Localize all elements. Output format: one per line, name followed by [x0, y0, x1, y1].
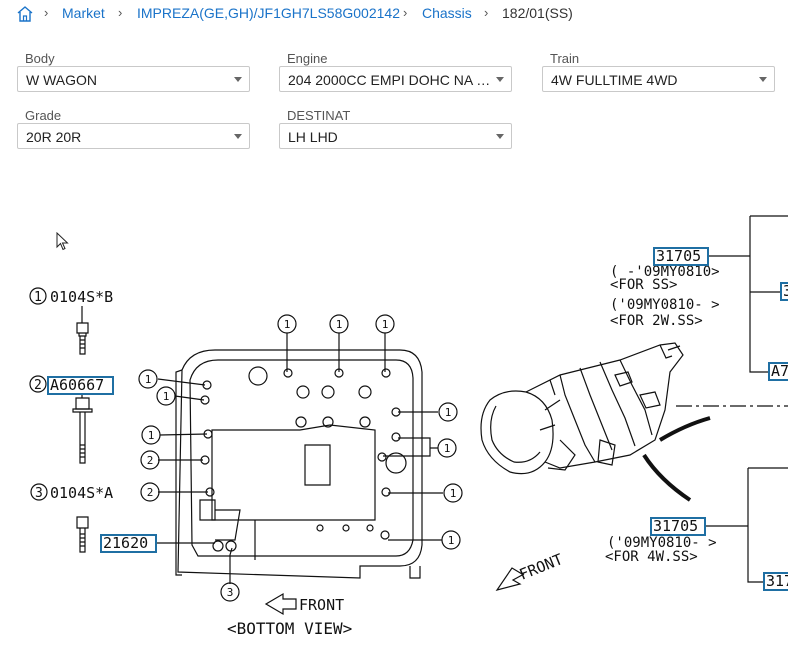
- parts-diagram: 1 0104S*B 2 3 0104S*A 1 1 1 1 1 1 2 2 1 …: [0, 200, 788, 654]
- caret-down-icon: [496, 134, 504, 139]
- bottom-view-front-label: FRONT: [299, 596, 344, 614]
- body-select-value: W WAGON: [26, 72, 98, 88]
- filter-label-grade: Grade: [25, 108, 62, 123]
- part-callout-21620[interactable]: 21620: [100, 534, 157, 553]
- oil-pan-bottom-view-drawing: [175, 349, 423, 579]
- chevron-right-icon: ›: [484, 5, 489, 20]
- filter-label-train: Train: [550, 51, 580, 66]
- part-ref-1: 1: [34, 290, 42, 305]
- breadcrumb-link-chassis[interactable]: Chassis: [422, 5, 472, 21]
- chevron-right-icon: ›: [403, 5, 408, 20]
- ref-circle-1: 1: [444, 442, 451, 455]
- destinat-select[interactable]: LH LHD: [279, 123, 512, 149]
- filter-body: Body W WAGON: [17, 51, 250, 93]
- part-ref-3: 3: [35, 486, 43, 501]
- grade-select[interactable]: 20R 20R: [17, 123, 250, 149]
- part-callout-3[interactable]: 3: [780, 282, 788, 301]
- filter-grade: Grade 20R 20R: [17, 108, 250, 150]
- destinat-select-value: LH LHD: [288, 129, 338, 145]
- ref-circle-1: 1: [448, 534, 455, 547]
- ref-circle-2: 2: [147, 486, 154, 499]
- caret-down-icon: [496, 77, 504, 82]
- part-callout-a60667[interactable]: A60667: [47, 376, 114, 395]
- note-top-range-1: ( -'09MY0810>: [610, 264, 720, 280]
- body-select[interactable]: W WAGON: [17, 66, 250, 92]
- train-select[interactable]: 4W FULLTIME 4WD: [542, 66, 775, 92]
- ref-circle-3: 3: [227, 586, 234, 599]
- ref-circle-1: 1: [163, 390, 170, 403]
- chevron-right-icon: ›: [118, 5, 123, 20]
- part-callout-317[interactable]: 317: [763, 572, 788, 591]
- filter-label-body: Body: [25, 51, 55, 66]
- ref-circle-1: 1: [445, 406, 452, 419]
- part-callout-31705-bottom[interactable]: 31705: [650, 517, 706, 536]
- engine-select-value: 204 2000CC EMPI DOHC NA & ...: [288, 72, 493, 88]
- caret-down-icon: [234, 134, 242, 139]
- parts-diagram-drawing: 1 0104S*B 2 3 0104S*A 1 1 1 1 1 1 2 2 1 …: [29, 215, 788, 638]
- ref-circle-1: 1: [382, 318, 389, 331]
- note-top-for-1: <FOR SS>: [610, 277, 677, 293]
- ref-circle-1: 1: [145, 373, 152, 386]
- breadcrumb: › Market › IMPREZA(GE,GH)/JF1GH7LS58G002…: [0, 0, 788, 28]
- breadcrumb-link-model[interactable]: IMPREZA(GE,GH)/JF1GH7LS58G002142: [137, 5, 400, 21]
- filter-label-destinat: DESTINAT: [287, 108, 351, 123]
- transmission-front-label: FRONT: [517, 550, 566, 584]
- part-callout-a7[interactable]: A7: [768, 362, 788, 381]
- mouse-cursor-icon: [56, 231, 70, 257]
- ref-circle-1: 1: [450, 487, 457, 500]
- transmission-assembly-drawing: [480, 342, 684, 475]
- bottom-view-title: <BOTTOM VIEW>: [227, 619, 352, 638]
- engine-select[interactable]: 204 2000CC EMPI DOHC NA & ...: [279, 66, 512, 92]
- filter-engine: Engine 204 2000CC EMPI DOHC NA & ...: [279, 51, 512, 93]
- part-callout-31705-top[interactable]: 31705: [653, 247, 709, 266]
- ref-circle-2: 2: [147, 454, 154, 467]
- filter-destinat: DESTINAT LH LHD: [279, 108, 512, 150]
- note-top-for-2: <FOR 2W.SS>: [610, 313, 703, 329]
- note-bottom-range: ('09MY0810- >: [607, 535, 717, 551]
- filter-label-engine: Engine: [287, 51, 328, 66]
- bolt-2-drawing: [72, 397, 93, 464]
- caret-down-icon: [759, 77, 767, 82]
- filter-train: Train 4W FULLTIME 4WD: [542, 51, 775, 93]
- pan-bolt-holes: [200, 366, 407, 552]
- ref-circle-1: 1: [284, 318, 291, 331]
- part-code-3: 0104S*A: [50, 484, 113, 502]
- note-top-range-2: ('09MY0810- >: [610, 297, 720, 313]
- part-ref-2: 2: [34, 378, 42, 393]
- chevron-right-icon: ›: [44, 5, 49, 20]
- grade-select-value: 20R 20R: [26, 129, 82, 145]
- note-bottom-for: <FOR 4W.SS>: [605, 549, 698, 565]
- part-code-1: 0104S*B: [50, 288, 113, 306]
- home-icon[interactable]: [16, 5, 36, 25]
- caret-down-icon: [234, 77, 242, 82]
- ref-circle-1: 1: [148, 429, 155, 442]
- breadcrumb-current: 182/01(SS): [502, 5, 573, 21]
- breadcrumb-link-market[interactable]: Market: [62, 5, 105, 21]
- train-select-value: 4W FULLTIME 4WD: [551, 72, 678, 88]
- bolt-1-drawing: [76, 322, 89, 355]
- ref-circle-1: 1: [336, 318, 343, 331]
- bolt-3-drawing: [76, 516, 89, 553]
